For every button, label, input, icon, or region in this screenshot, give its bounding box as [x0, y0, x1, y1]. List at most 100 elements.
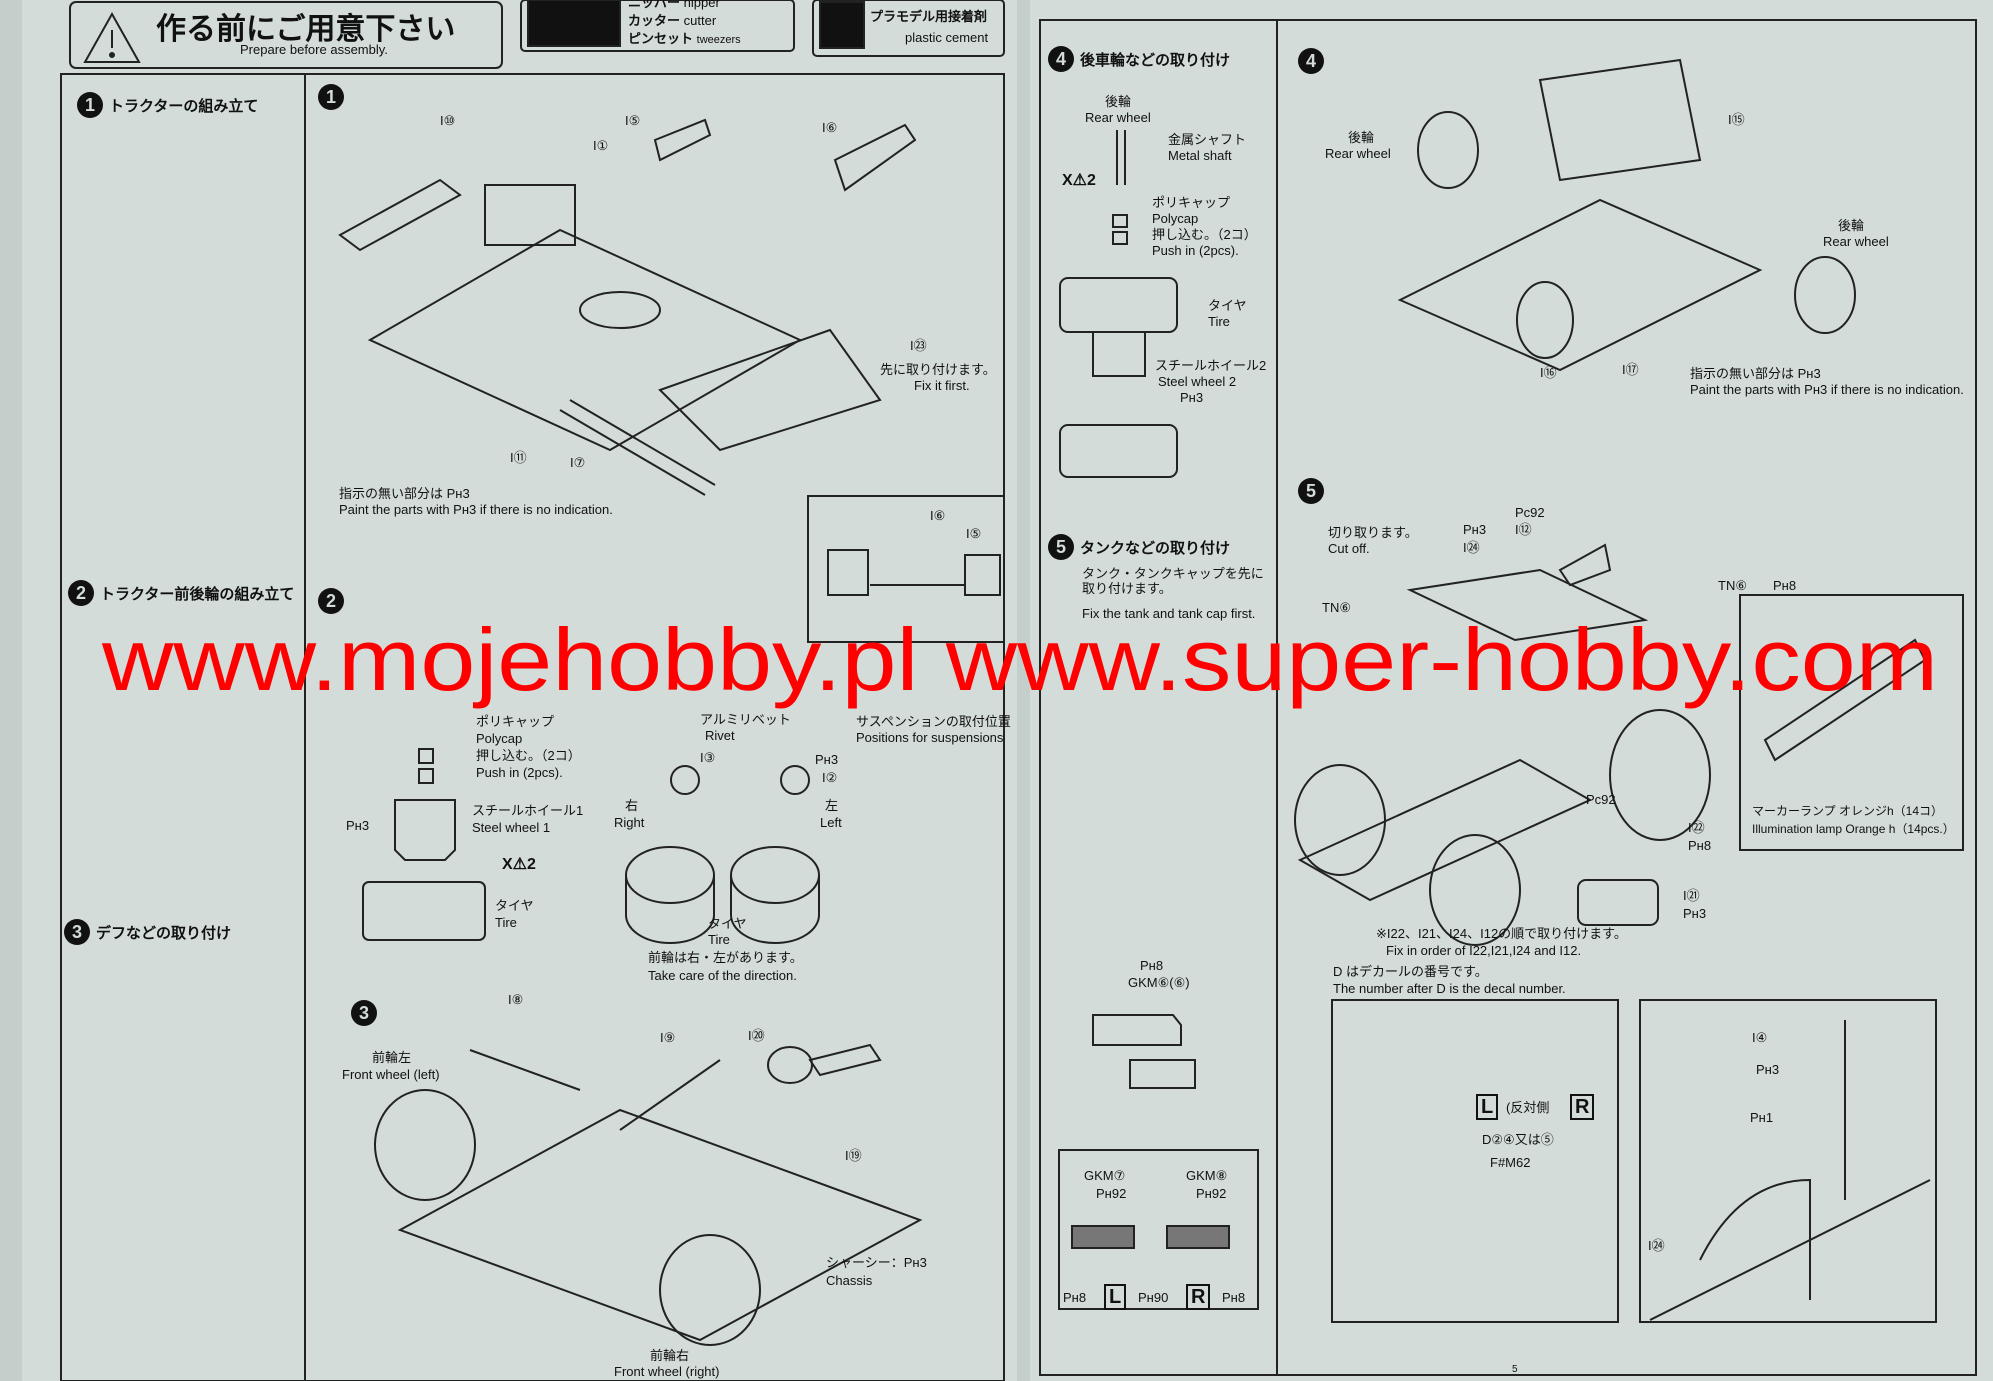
inset-caption-jp: サスペンションの取付位置 — [856, 714, 1011, 729]
mirror-right-mark: R — [1570, 1094, 1595, 1120]
part-label: I㉓ — [910, 338, 927, 353]
paint-code: Pн8 — [1140, 958, 1164, 973]
push-jp: 押し込む。（2コ） — [476, 748, 581, 763]
push-en: Push in (2pcs). — [1152, 243, 1239, 258]
direction-en: Take care of the direction. — [648, 968, 797, 983]
steel-wheel-en: Steel wheel 1 — [472, 820, 551, 835]
tire-jp: タイヤ — [495, 898, 534, 913]
lamp-en: Illumination lamp Orange h（14pcs.） — [1752, 822, 1955, 836]
part-label: Pн3 — [1756, 1062, 1780, 1077]
right-en: Right — [614, 815, 645, 830]
watermark-text: www.mojehobby.pl www.super-hobby.com — [101, 610, 1938, 709]
decal-ref: D②④又は⑤ — [1482, 1132, 1554, 1147]
gkm-top: GKM⑥(⑥) — [1128, 975, 1190, 990]
polycap-jp: ポリキャップ — [1152, 195, 1231, 210]
part-label: I㉔ — [1463, 540, 1480, 555]
left-mark: L — [1104, 1284, 1127, 1310]
diagram-step-1: 1 — [318, 84, 344, 110]
part-label: I㉔ — [1648, 1238, 1665, 1253]
push-jp: 押し込む。（2コ） — [1152, 227, 1257, 242]
part-label: I⑩ — [440, 113, 456, 128]
cement-label-jp: プラモデル用接着剤 — [870, 9, 988, 24]
part-label: I② — [822, 770, 838, 785]
paint-note-en: Paint the parts with Pн3 if there is no … — [339, 502, 613, 517]
order-note-en: Fix in order of I22,I21,I24 and I12. — [1386, 943, 1582, 958]
steel-wheel-jp: スチールホイール1 — [472, 803, 584, 818]
inset-caption-en: Positions for suspensions — [856, 730, 1004, 745]
polycap-en: Polycap — [1152, 211, 1199, 226]
paint-code: Pн8 — [1063, 1290, 1087, 1305]
steel-wheel-en: Steel wheel 2 — [1158, 374, 1237, 389]
part-label: I⑰ — [1622, 362, 1639, 377]
paint-code: Pн92 — [1096, 1186, 1127, 1201]
header-title-en: Prepare before assembly. — [240, 42, 388, 57]
tire-jp: タイヤ — [1208, 298, 1247, 313]
fm-paint: F#M62 — [1490, 1155, 1531, 1170]
header-title-jp: 作る前にご用意下さい — [156, 13, 456, 46]
part-label: I④ — [1752, 1030, 1768, 1045]
part-label: I⑯ — [1540, 365, 1557, 380]
cement-label-en: plastic cement — [905, 30, 989, 45]
part-label: Pн8 — [1688, 838, 1712, 853]
part-label: TN⑥ — [1322, 600, 1351, 615]
direction-jp: 前輪は右・左があります。 — [648, 950, 803, 965]
part-label: I⑤ — [966, 526, 982, 541]
gkm-7: GKM⑦ — [1084, 1168, 1126, 1183]
decal-note-jp: D はデカールの番号です。 — [1333, 964, 1488, 979]
cut-off-en: Cut off. — [1328, 541, 1370, 556]
gkm-8: GKM⑧ — [1186, 1168, 1228, 1183]
right-jp: 右 — [625, 798, 639, 813]
part-label: I㉑ — [1683, 888, 1700, 903]
part-label: I① — [593, 138, 609, 153]
tool-cutter: カッター cutter — [628, 13, 717, 28]
paint-code: Pн3 — [1180, 390, 1204, 405]
shaft-en: Metal shaft — [1168, 148, 1232, 163]
tire2-en: Tire — [708, 932, 730, 947]
part-label: I⑳ — [748, 1028, 765, 1043]
chassis-en: Chassis — [826, 1273, 873, 1288]
paint-note-jp: 指示の無い部分は Pн3 — [339, 486, 470, 501]
x-mark: X⚠2 — [1062, 172, 1096, 189]
rear-right-en: Rear wheel — [1823, 234, 1889, 249]
shaft-jp: 金属シャフト — [1168, 132, 1247, 147]
rivet-en: Rivet — [705, 728, 735, 743]
paint-code: Pн90 — [1138, 1290, 1169, 1305]
part-label: TN⑥ — [1718, 578, 1747, 593]
paint-note-jp: 指示の無い部分は Pн3 — [1690, 366, 1821, 381]
tool-nipper: ニッパー nipper — [628, 0, 720, 10]
part-label: I⑥ — [930, 508, 946, 523]
tire-en: Tire — [495, 915, 517, 930]
front-left-en: Front wheel (left) — [342, 1067, 440, 1082]
tire-en: Tire — [1208, 314, 1230, 329]
page-number: 5 — [1512, 1364, 1518, 1375]
paint-code: Pн92 — [1196, 1186, 1227, 1201]
part-label: Pc92 — [1586, 792, 1616, 807]
polycap-en: Polycap — [476, 731, 523, 746]
part-label: I⑧ — [508, 992, 524, 1007]
decal-note-en: The number after D is the decal number. — [1333, 981, 1566, 996]
paint-code: Pн3 — [346, 818, 370, 833]
tool-tweezers: ピンセット tweezers — [628, 31, 741, 46]
front-right-jp: 前輪右 — [650, 1348, 690, 1363]
left-jp: 左 — [825, 798, 839, 813]
mirror-opposite: (反対側 — [1506, 1100, 1550, 1115]
rear-right-jp: 後輪 — [1838, 218, 1865, 233]
part-label: I⑨ — [660, 1030, 676, 1045]
tools-list: ニッパー nipper カッター cutter ピンセット tweezers — [628, 0, 741, 49]
front-right-en: Front wheel (right) — [614, 1364, 720, 1379]
part-label: Pн1 — [1750, 1110, 1774, 1125]
steel-wheel-jp: スチールホイール2 — [1155, 358, 1267, 373]
part-label: I⑪ — [510, 450, 527, 465]
part-label: I⑫ — [1515, 522, 1532, 537]
chassis-jp: シャーシー：Pн3 — [826, 1255, 927, 1270]
diagram-step-5: 5 — [1298, 478, 1324, 504]
diagram-step-2: 2 — [318, 588, 344, 614]
x-mark: X⚠2 — [502, 856, 536, 873]
rear-wheel-jp: 後輪 — [1105, 94, 1132, 109]
diagram-step-4: 4 — [1298, 48, 1324, 74]
cut-off-jp: 切り取ります。 — [1328, 525, 1418, 540]
part-label: Pc92 — [1515, 505, 1545, 520]
